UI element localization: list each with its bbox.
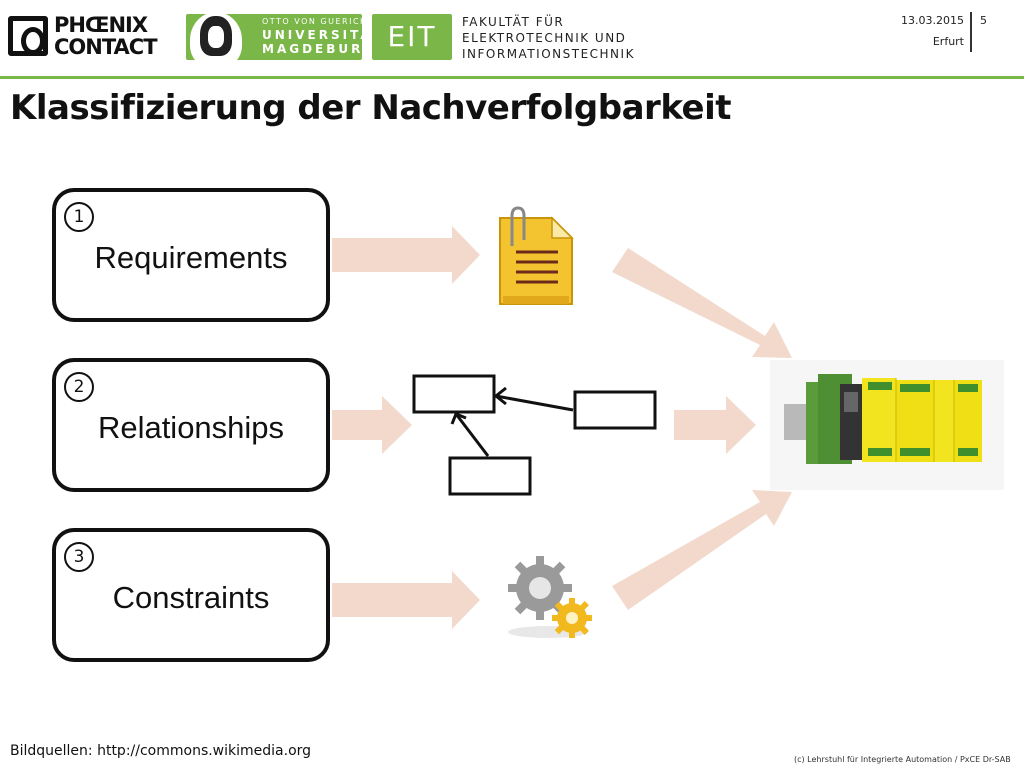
ovgu-logo-small-text: OTTO VON GUERICKE: [262, 17, 374, 26]
arrow-diagram-to-product: [674, 396, 756, 454]
header-rule: [0, 76, 1024, 79]
category-label: Constraints: [112, 580, 270, 615]
arrow-document-to-product: [612, 248, 792, 358]
category-label: Requirements: [94, 240, 288, 275]
diagram-link-ac: [454, 413, 490, 457]
phoenix-contact-logo: PHŒNIX CONTACT: [8, 14, 176, 60]
eit-logo-text: EIT: [387, 20, 437, 53]
faculty-name: FAKULTÄT FÜR ELEKTROTECHNIK UND INFORMAT…: [462, 15, 635, 61]
ovgu-logo-text: UNIVERSITÄT MAGDEBURG: [262, 28, 383, 56]
relationship-diagram: [412, 374, 657, 496]
slide-title: Klassifizierung der Nachverfolgbarkeit: [10, 88, 731, 128]
diagram-node-a: [412, 374, 496, 414]
copyright-note: (c) Lehrstuhl für Integrierte Automation…: [794, 755, 1011, 764]
plc-device-image: [770, 360, 1004, 490]
ovgu-logo: OTTO VON GUERICKE UNIVERSITÄT MAGDEBURG: [186, 12, 380, 68]
slide-date: 13.03.2015: [901, 14, 964, 27]
category-number-badge: 3: [64, 542, 94, 572]
category-constraints: 3 Constraints: [52, 528, 330, 662]
category-number-badge: 2: [64, 372, 94, 402]
image-source-note: Bildquellen: http://commons.wikimedia.or…: [10, 743, 312, 759]
category-label: Relationships: [97, 410, 285, 445]
eit-logo: EIT: [372, 14, 452, 60]
page-number: 5: [980, 14, 987, 27]
header-divider: [970, 12, 972, 52]
slide-header: PHŒNIX CONTACT OTTO VON GUERICKE UNIVERS…: [0, 0, 1024, 80]
arrow-gears-to-product: [612, 490, 792, 610]
diagram-link-ab: [495, 394, 574, 412]
category-requirements: 1 Requirements: [52, 188, 330, 322]
slide-location: Erfurt: [932, 35, 964, 48]
arrow-constraints-to-gears: [332, 571, 480, 629]
phoenix-logo-text: PHŒNIX CONTACT: [54, 13, 158, 59]
guericke-portrait-icon: [190, 12, 242, 68]
arrow-requirements-to-document: [332, 226, 480, 284]
arrow-relationships-to-diagram: [332, 396, 412, 454]
category-number-badge: 1: [64, 202, 94, 232]
phoenix-mark-icon: [8, 16, 48, 56]
gears-icon: [508, 556, 592, 638]
document-icon: [499, 206, 574, 305]
category-relationships: 2 Relationships: [52, 358, 330, 492]
diagram-node-c: [448, 456, 532, 496]
diagram-node-b: [573, 390, 657, 430]
